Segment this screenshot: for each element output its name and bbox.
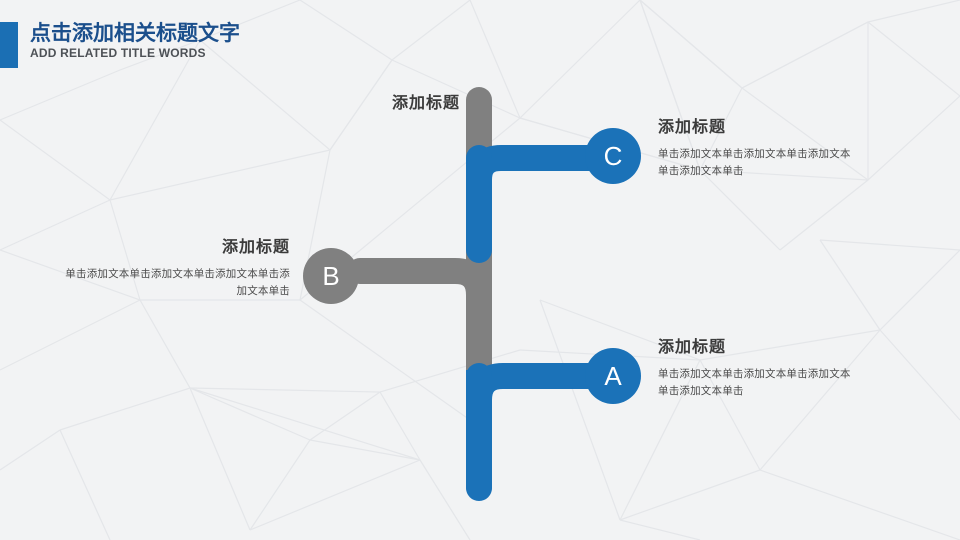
page-subtitle: ADD RELATED TITLE WORDS — [30, 46, 206, 60]
text-block-b-title: 添加标题 — [221, 239, 290, 256]
spine-label-title: 添加标题 — [391, 95, 460, 112]
text-block-b-body: 单击添加文本单击添加文本单击添加文本单击添加文本单击 — [65, 268, 290, 297]
text-block-c-title: 添加标题 — [658, 119, 727, 136]
node-circle-b — [303, 248, 359, 304]
connector-c-blue — [466, 145, 613, 263]
spine-label: 添加标题 — [330, 94, 460, 114]
text-block-a: 添加标题 单击添加文本单击添加文本单击添加文本单击添加文本单击 — [658, 338, 856, 400]
node-label-b: B — [322, 261, 340, 291]
text-block-a-title: 添加标题 — [658, 339, 727, 356]
connector-a-blue — [466, 363, 613, 501]
page-title: 点击添加相关标题文字 — [30, 22, 240, 45]
text-block-a-body: 单击添加文本单击添加文本单击添加文本单击添加文本单击 — [658, 368, 851, 397]
node-label-a: A — [604, 361, 622, 391]
node-label-c: C — [603, 141, 623, 171]
text-block-c-body: 单击添加文本单击添加文本单击添加文本单击添加文本单击 — [658, 148, 851, 177]
text-block-b: 添加标题 单击添加文本单击添加文本单击添加文本单击添加文本单击 — [62, 238, 290, 300]
node-circle-a — [585, 348, 641, 404]
page-title-block: 点击添加相关标题文字 ADD RELATED TITLE WORDS — [30, 22, 490, 61]
node-circle-c — [585, 128, 641, 184]
text-block-c: 添加标题 单击添加文本单击添加文本单击添加文本单击添加文本单击 — [658, 118, 856, 180]
header-accent-bar — [0, 22, 18, 68]
connector-b-gray — [347, 258, 492, 343]
